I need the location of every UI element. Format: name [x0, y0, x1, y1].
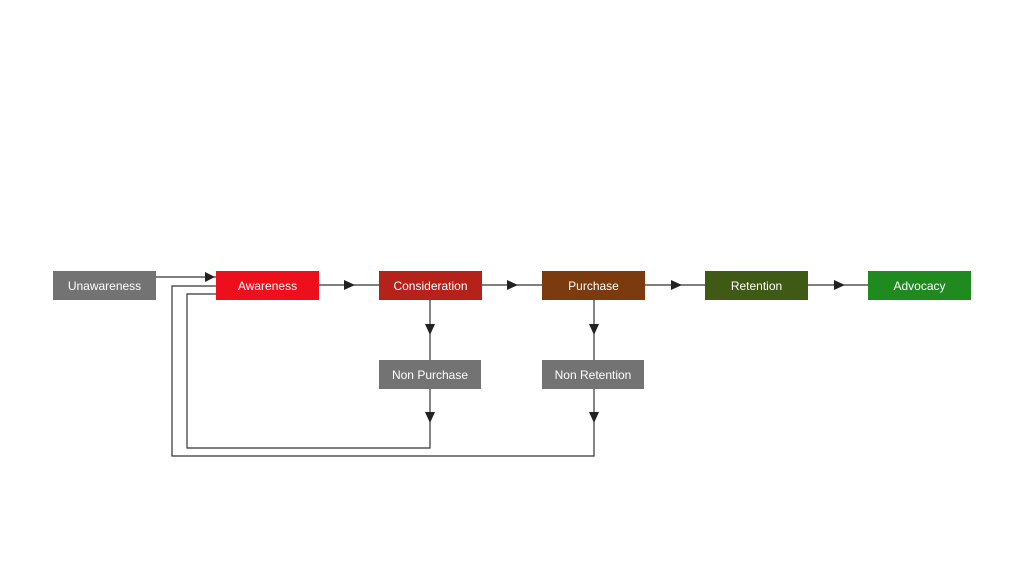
- node-consideration: Consideration: [379, 271, 482, 300]
- node-label: Non Purchase: [391, 367, 469, 382]
- node-label: Advocacy: [893, 278, 946, 293]
- node-non-retention: Non Retention: [542, 360, 644, 389]
- arrowhead-icon: [344, 280, 355, 290]
- edge-non-retention-to-awareness: [171, 285, 595, 457]
- node-retention: Retention: [705, 271, 808, 300]
- arrowhead-icon: [834, 280, 845, 290]
- arrowhead-icon: [507, 280, 518, 290]
- node-awareness: Awareness: [216, 271, 319, 300]
- node-unawareness: Unawareness: [53, 271, 156, 300]
- arrowhead-icon: [589, 412, 599, 423]
- arrowhead-icon: [425, 324, 435, 335]
- arrowhead-icon: [205, 272, 215, 282]
- node-label: Non Retention: [554, 367, 632, 382]
- node-label: Awareness: [237, 278, 298, 293]
- node-label: Retention: [730, 278, 783, 293]
- node-label: Consideration: [393, 278, 468, 293]
- edge-non-purchase-to-awareness: [186, 293, 431, 449]
- arrowhead-icon: [671, 280, 682, 290]
- arrowhead-icon: [589, 324, 599, 335]
- arrowhead-icon: [425, 412, 435, 423]
- node-advocacy: Advocacy: [868, 271, 971, 300]
- node-purchase: Purchase: [542, 271, 645, 300]
- node-label: Purchase: [568, 278, 619, 293]
- node-label: Unawareness: [67, 278, 142, 293]
- node-non-purchase: Non Purchase: [379, 360, 481, 389]
